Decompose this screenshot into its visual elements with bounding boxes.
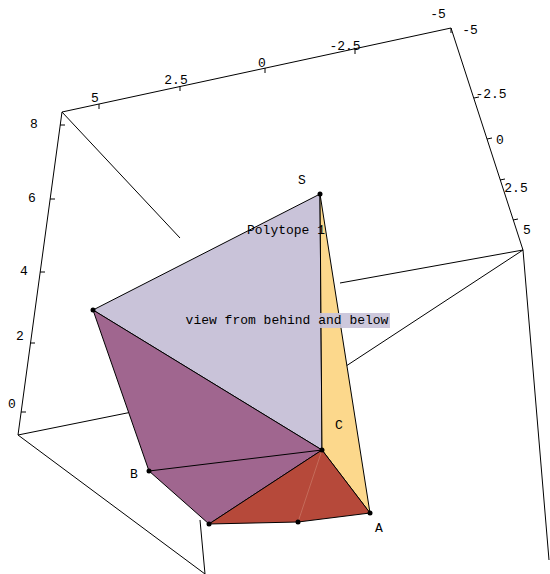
polytope-vertices [91, 192, 373, 527]
axis-tick-label: 8 [30, 118, 38, 131]
axis-tick-label: -5 [462, 24, 478, 37]
axis-tick-label: 6 [28, 192, 36, 205]
plot-note: view from behind and below [184, 313, 391, 328]
axis-tick-label: 2.5 [164, 74, 187, 87]
axis-tick-label: 5 [523, 224, 531, 237]
vertex-label: C [335, 419, 343, 432]
plot-title: Polytope 1 [247, 224, 325, 237]
axis-tick-label: 5 [91, 92, 99, 105]
axis-tick-label: 0 [496, 134, 504, 147]
vertex-label: A [375, 522, 383, 535]
axis-tick-label: 0 [258, 57, 266, 70]
axis-tick-label: 0 [8, 398, 16, 411]
axis-tick-label: 4 [20, 265, 28, 278]
axis-tick-label: -2.5 [329, 40, 360, 53]
axis-tick-label: -2.5 [475, 88, 506, 101]
axis-tick-label: -5 [430, 8, 446, 21]
vertex-label: B [130, 468, 138, 481]
polytope-faces [93, 194, 370, 524]
axis-tick-label: 2 [16, 330, 24, 343]
bounding-box [18, 28, 549, 574]
vertex-label: S [298, 174, 306, 187]
axis-tick-label: 2.5 [504, 182, 527, 195]
